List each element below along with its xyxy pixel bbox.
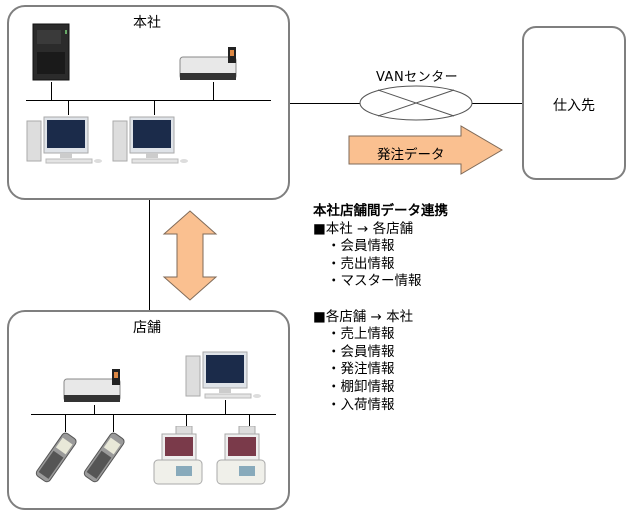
store-drop-handheld1 xyxy=(65,414,66,432)
wan-line-right xyxy=(472,103,522,104)
order-data-arrow xyxy=(348,125,503,175)
hq-drop-pc2 xyxy=(154,100,155,115)
info-item: ・会員情報 xyxy=(327,343,395,360)
printer-icon xyxy=(179,47,237,80)
hq-store-link xyxy=(149,200,150,310)
info-item: ・マスター情報 xyxy=(327,273,422,290)
data-sync-info: 本社店舗間データ連携 ■本社 → 各店舗 ・会員情報 ・売出情報 ・マスター情報… xyxy=(313,203,448,414)
store-label: 店舗 xyxy=(133,320,161,336)
hq-store-sync-arrow xyxy=(162,210,218,301)
info-item: ・発注情報 xyxy=(327,361,395,378)
store-drop-pos2 xyxy=(249,414,250,426)
headquarters-label: 本社 xyxy=(133,15,161,31)
handheld-terminal-icon xyxy=(83,432,125,483)
van-label: VANセンター xyxy=(376,70,459,85)
info-title: 本社店舗間データ連携 xyxy=(313,203,448,219)
desktop-pc-icon xyxy=(185,351,261,399)
wan-line-left xyxy=(290,103,360,104)
handheld-terminal-icon xyxy=(35,432,77,483)
desktop-pc-icon xyxy=(26,116,102,164)
order-data-label: 発注データ xyxy=(377,147,445,163)
hq-lan-line xyxy=(26,100,271,101)
hq-drop-server xyxy=(51,82,52,100)
info-item: ・売出情報 xyxy=(327,255,395,272)
group-heading: ■本社 → 各店舗 xyxy=(313,220,414,237)
spacer xyxy=(313,291,448,309)
store-drop-printer xyxy=(94,405,95,414)
store-drop-handheld2 xyxy=(113,414,114,432)
group-heading: ■各店舗 → 本社 xyxy=(313,308,414,325)
store-lan-line xyxy=(31,414,276,415)
supplier-box xyxy=(522,26,626,180)
hq-drop-pc1 xyxy=(68,100,69,115)
info-item: ・入荷情報 xyxy=(327,396,395,413)
pos-register-icon xyxy=(153,426,203,485)
store-drop-pos1 xyxy=(186,414,187,426)
printer-icon xyxy=(63,369,121,402)
server-tower-icon xyxy=(32,23,70,81)
van-center-icon xyxy=(359,85,473,121)
info-item: ・会員情報 xyxy=(327,238,395,255)
hq-drop-printer xyxy=(213,82,214,100)
desktop-pc-icon xyxy=(112,116,188,164)
info-item: ・売上情報 xyxy=(327,326,395,343)
info-item: ・棚卸情報 xyxy=(327,378,395,395)
pos-register-icon xyxy=(216,426,266,485)
supplier-label: 仕入先 xyxy=(553,98,595,114)
store-drop-pc xyxy=(225,400,226,414)
